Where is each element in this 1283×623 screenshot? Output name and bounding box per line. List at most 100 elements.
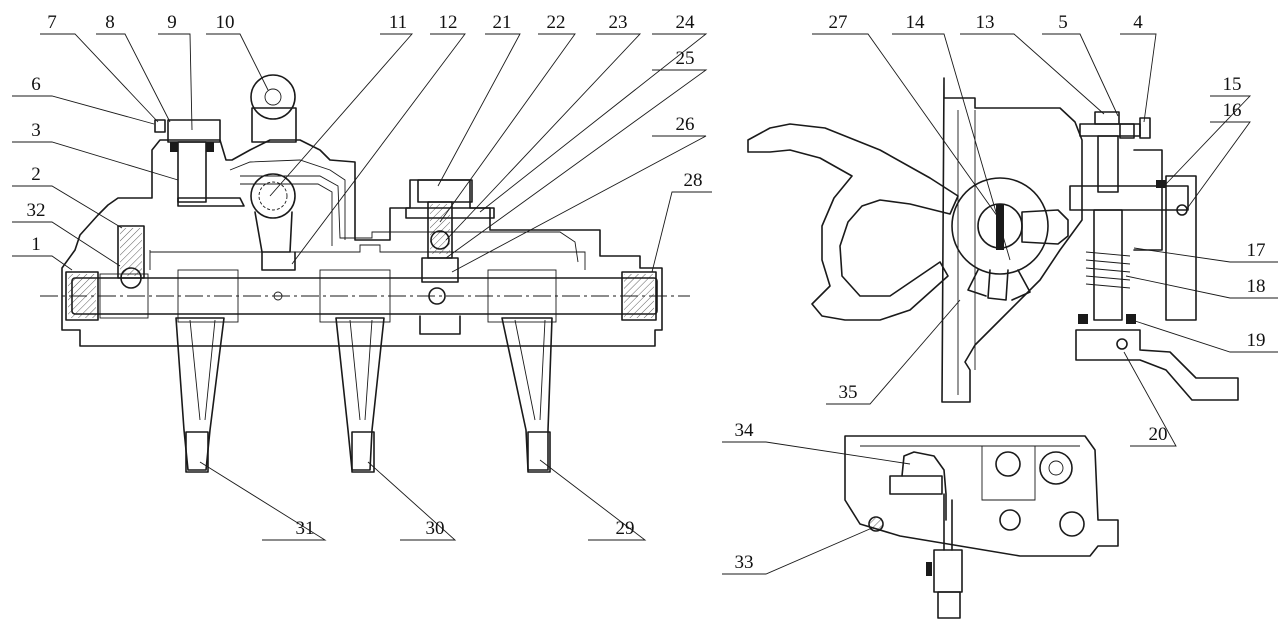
cover-ribs — [860, 445, 1080, 501]
plunger-left — [117, 225, 145, 279]
callout-3: 3 — [31, 120, 41, 141]
rail-bush-2 — [177, 269, 239, 323]
pivot-arm — [177, 197, 245, 207]
end-plug-right-hatch — [624, 274, 654, 318]
callout-18: 18 — [1247, 276, 1266, 297]
callout-24: 24 — [676, 12, 696, 33]
cover-hole-4 — [999, 509, 1021, 531]
end-plug-left — [65, 271, 99, 321]
fork-arc — [747, 123, 959, 321]
callout-20: 20 — [1149, 424, 1168, 445]
callout-10: 10 — [216, 12, 235, 33]
flange-inner — [957, 110, 976, 395]
callout-25: 25 — [676, 48, 695, 69]
seal-16 — [1156, 180, 1166, 188]
callout-19: 19 — [1247, 330, 1266, 351]
seal-19-right — [1126, 314, 1136, 324]
bearing-right — [206, 142, 214, 152]
leader-lines — [12, 33, 1278, 575]
callout-13: 13 — [976, 12, 995, 33]
fork-ribs — [189, 319, 546, 421]
fork-30-pad — [351, 431, 375, 473]
shift-fork-31 — [175, 317, 225, 471]
callout-28: 28 — [684, 170, 703, 191]
cross-shaft — [1069, 185, 1189, 211]
cover-hole-1 — [995, 451, 1021, 477]
callout-14: 14 — [906, 12, 926, 33]
pivot-shaft — [177, 141, 207, 203]
side-arm — [1165, 175, 1197, 321]
lever-pin — [1116, 338, 1128, 350]
callout-1: 1 — [31, 234, 41, 255]
oil-passage — [240, 175, 579, 263]
upper-shaft — [1097, 135, 1119, 193]
detent-base — [421, 257, 459, 283]
bolt-4 — [1139, 117, 1151, 139]
plunger-left-hatch — [120, 228, 142, 276]
callout-4: 4 — [1133, 12, 1143, 33]
housing-cavity — [149, 159, 586, 270]
sensor-body — [251, 107, 297, 143]
mount-flange — [941, 77, 1083, 403]
bearing-left — [170, 142, 178, 152]
callout-12: 12 — [439, 12, 458, 33]
bolt-33-hatch — [870, 518, 882, 530]
shift-fork-30 — [335, 317, 385, 471]
connector-plug — [937, 591, 961, 619]
callout-11: 11 — [389, 12, 407, 33]
lever-foot — [261, 251, 296, 271]
shaft-housing — [1133, 149, 1163, 251]
callout-26: 26 — [676, 114, 695, 135]
sensor-wires — [943, 493, 953, 551]
callout-2: 2 — [31, 164, 41, 185]
callout-15: 15 — [1223, 74, 1242, 95]
sensor-head-hub — [264, 88, 282, 106]
lower-shaft — [1093, 209, 1123, 321]
fork-31-pad — [185, 431, 209, 473]
spring-coils — [1085, 251, 1131, 289]
callout-17: 17 — [1247, 240, 1266, 261]
callout-9: 9 — [167, 12, 177, 33]
small-bolt — [1119, 123, 1135, 139]
callout-8: 8 — [105, 12, 115, 33]
right-section-view — [747, 77, 1239, 403]
callout-labels: 7 8 9 10 11 12 21 22 23 24 25 26 6 3 2 3… — [27, 12, 1266, 573]
detent-spring-ball — [430, 230, 450, 250]
rail-hole — [273, 291, 283, 301]
hub-teeth — [967, 269, 1031, 301]
connector-body — [933, 549, 963, 593]
shift-fork-29 — [501, 317, 553, 471]
arm-pin — [1176, 204, 1188, 216]
callout-21: 21 — [493, 12, 512, 33]
callout-6: 6 — [31, 74, 41, 95]
callout-30: 30 — [426, 518, 445, 539]
detent-ball — [428, 287, 446, 305]
connector-clip — [926, 562, 932, 576]
detent-lower — [419, 315, 461, 335]
callout-5: 5 — [1058, 12, 1068, 33]
housing-outline — [61, 139, 663, 347]
gear-teeth — [258, 181, 288, 211]
bolt-head — [154, 119, 166, 133]
detent-body-hatch — [430, 204, 450, 254]
top-cap — [1094, 111, 1120, 125]
callout-33: 33 — [735, 552, 754, 573]
cover-hole-2-inner — [1048, 460, 1064, 476]
sensor-cable-bend — [901, 451, 947, 521]
rail-bush-3 — [319, 269, 391, 323]
detent-cap — [417, 179, 473, 203]
fork-29-pad — [527, 431, 551, 473]
callout-22: 22 — [547, 12, 566, 33]
cover-hole-3 — [1059, 511, 1085, 537]
lower-lever — [1075, 329, 1239, 401]
pivot-cap — [167, 119, 221, 143]
shift-lever — [254, 211, 293, 253]
callout-16: 16 — [1223, 100, 1242, 121]
callout-23: 23 — [609, 12, 628, 33]
sensor-nut — [889, 475, 943, 495]
rail-bush-4 — [487, 269, 557, 323]
bolt-33 — [868, 516, 884, 532]
cover-hole-2 — [1039, 451, 1073, 485]
gear-wheel — [250, 173, 296, 219]
